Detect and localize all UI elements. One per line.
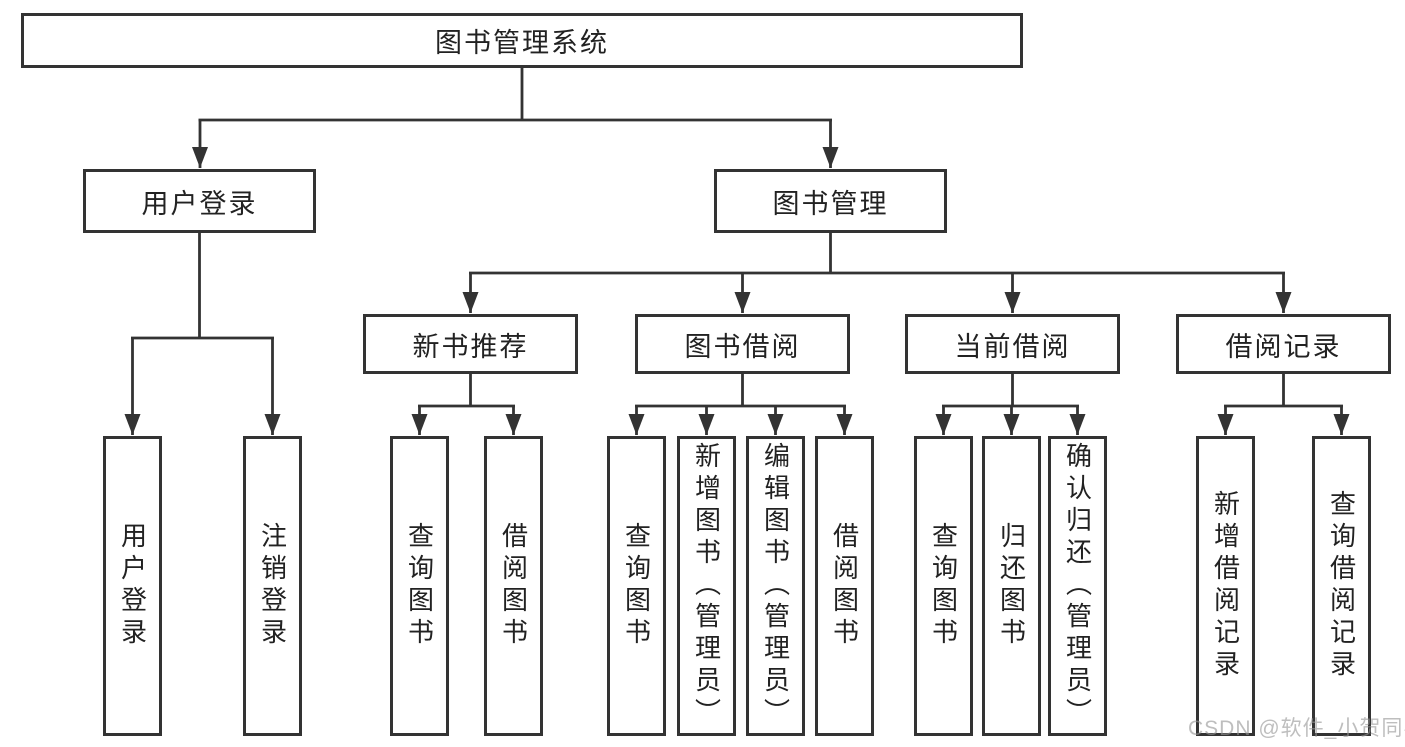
leaf-label: 查询借阅记录 xyxy=(1326,490,1357,682)
node-label: 新书推荐 xyxy=(412,331,529,362)
leaf-label: 新增借阅记录 xyxy=(1210,490,1241,682)
leaf-current-query-books: 查询图书 xyxy=(914,436,973,736)
leaf-label: 查询图书 xyxy=(404,522,435,650)
leaf-borrow-add-books-admin: 新增图书（管理员） xyxy=(677,436,736,736)
leaf-label: 用户登录 xyxy=(117,522,148,650)
leaf-logout: 注销登录 xyxy=(243,436,302,736)
edge-new-book-children xyxy=(411,374,522,435)
leaf-label: 借阅图书 xyxy=(498,522,529,650)
leaf-newbook-query-books: 查询图书 xyxy=(390,436,449,736)
leaf-label: 编辑图书（管理员） xyxy=(760,442,791,730)
leaf-label: 查询图书 xyxy=(928,522,959,650)
node-book-management: 图书管理 xyxy=(714,169,947,233)
node-current-borrow: 当前借阅 xyxy=(905,314,1120,374)
edge-user-login-children xyxy=(124,233,281,435)
node-label: 图书借阅 xyxy=(684,331,801,362)
node-label: 借阅记录 xyxy=(1225,331,1342,362)
leaf-label: 确认归还（管理员） xyxy=(1062,442,1093,730)
leaf-label: 归还图书 xyxy=(996,522,1027,650)
edge-current-borrow-children xyxy=(935,374,1086,435)
node-new-book-recommend: 新书推荐 xyxy=(363,314,578,374)
edge-borrow-records-children xyxy=(1217,374,1350,435)
edge-book-management-children xyxy=(462,233,1292,313)
node-book-borrow: 图书借阅 xyxy=(635,314,850,374)
leaf-label: 新增图书（管理员） xyxy=(691,442,722,730)
leaf-borrow-query-books: 查询图书 xyxy=(607,436,666,736)
node-user-login: 用户登录 xyxy=(83,169,316,233)
leaf-label: 注销登录 xyxy=(257,522,288,650)
node-label: 图书管理系统 xyxy=(435,28,609,58)
edge-root-to-level2 xyxy=(192,68,839,168)
csdn-watermark: CSDN @软件_小贺同学 xyxy=(1188,717,1405,740)
edge-book-borrow-children xyxy=(628,374,853,435)
leaf-current-confirm-return-admin: 确认归还（管理员） xyxy=(1048,436,1107,736)
node-borrow-records: 借阅记录 xyxy=(1176,314,1391,374)
leaf-label: 查询图书 xyxy=(621,522,652,650)
leaf-newbook-borrow-books: 借阅图书 xyxy=(484,436,543,736)
leaf-current-return-books: 归还图书 xyxy=(982,436,1041,736)
leaf-user-login: 用户登录 xyxy=(103,436,162,736)
leaf-records-query-borrow-record: 查询借阅记录 xyxy=(1312,436,1371,736)
leaf-records-add-borrow-record: 新增借阅记录 xyxy=(1196,436,1255,736)
node-label: 用户登录 xyxy=(141,188,258,219)
node-library-management-system: 图书管理系统 xyxy=(21,13,1023,68)
node-label: 图书管理 xyxy=(772,188,889,219)
leaf-borrow-borrow-books: 借阅图书 xyxy=(815,436,874,736)
node-label: 当前借阅 xyxy=(954,331,1071,362)
leaf-borrow-edit-books-admin: 编辑图书（管理员） xyxy=(746,436,805,736)
leaf-label: 借阅图书 xyxy=(829,522,860,650)
